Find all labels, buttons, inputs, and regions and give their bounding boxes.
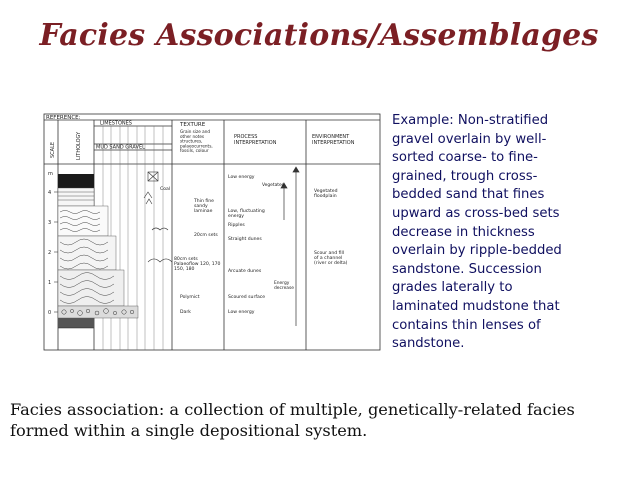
log-diagram: REFERENCE: SCALE LITHOLOGY LIMESTONES MU… xyxy=(43,113,381,351)
process-label: Arcuate dunes xyxy=(228,268,262,274)
process-label: Scoured surface xyxy=(228,294,265,300)
lithology-column xyxy=(57,174,139,329)
scale-tick: 1 xyxy=(48,280,51,286)
limestones-header: LIMESTONES xyxy=(100,121,132,127)
process-arrows xyxy=(280,166,300,326)
lithology-header: LITHOLOGY xyxy=(76,131,82,160)
sedimentary-log-figure: REFERENCE: SCALE LITHOLOGY LIMESTONES MU… xyxy=(40,112,382,352)
example-description: Example: Non-stratified gravel overlain … xyxy=(392,113,562,352)
arrow-label: Vegetated xyxy=(262,182,285,188)
scale-ticks xyxy=(54,191,58,313)
texture-label: Dark xyxy=(180,309,191,315)
scale-tick: 2 xyxy=(48,250,51,256)
process-label: Low energy xyxy=(228,309,255,315)
scale-tick: 3 xyxy=(48,220,51,226)
texture-label: 20cm sets xyxy=(194,232,218,238)
texture-label: Polymict xyxy=(180,294,200,300)
texture-header: TEXTURE xyxy=(179,122,206,128)
scale-tick: 4 xyxy=(48,190,51,196)
process-label: Low energy xyxy=(228,174,255,180)
scale-tick: m xyxy=(48,171,53,177)
slide-title: Facies Associations/Assemblages xyxy=(39,18,599,53)
scale-tick: 0 xyxy=(48,310,51,316)
texture-symbols xyxy=(143,171,173,263)
texture-label: Coal xyxy=(160,186,170,192)
process-label: Straight dunes xyxy=(228,236,262,242)
reference-label: REFERENCE: xyxy=(46,115,81,121)
scale-header: SCALE xyxy=(50,142,56,158)
mud-sand-gravel-header: MUD SAND GRAVEL xyxy=(96,145,145,151)
process-label: Ripples xyxy=(228,222,245,228)
facies-association-definition: Facies association: a collection of mult… xyxy=(10,400,575,440)
